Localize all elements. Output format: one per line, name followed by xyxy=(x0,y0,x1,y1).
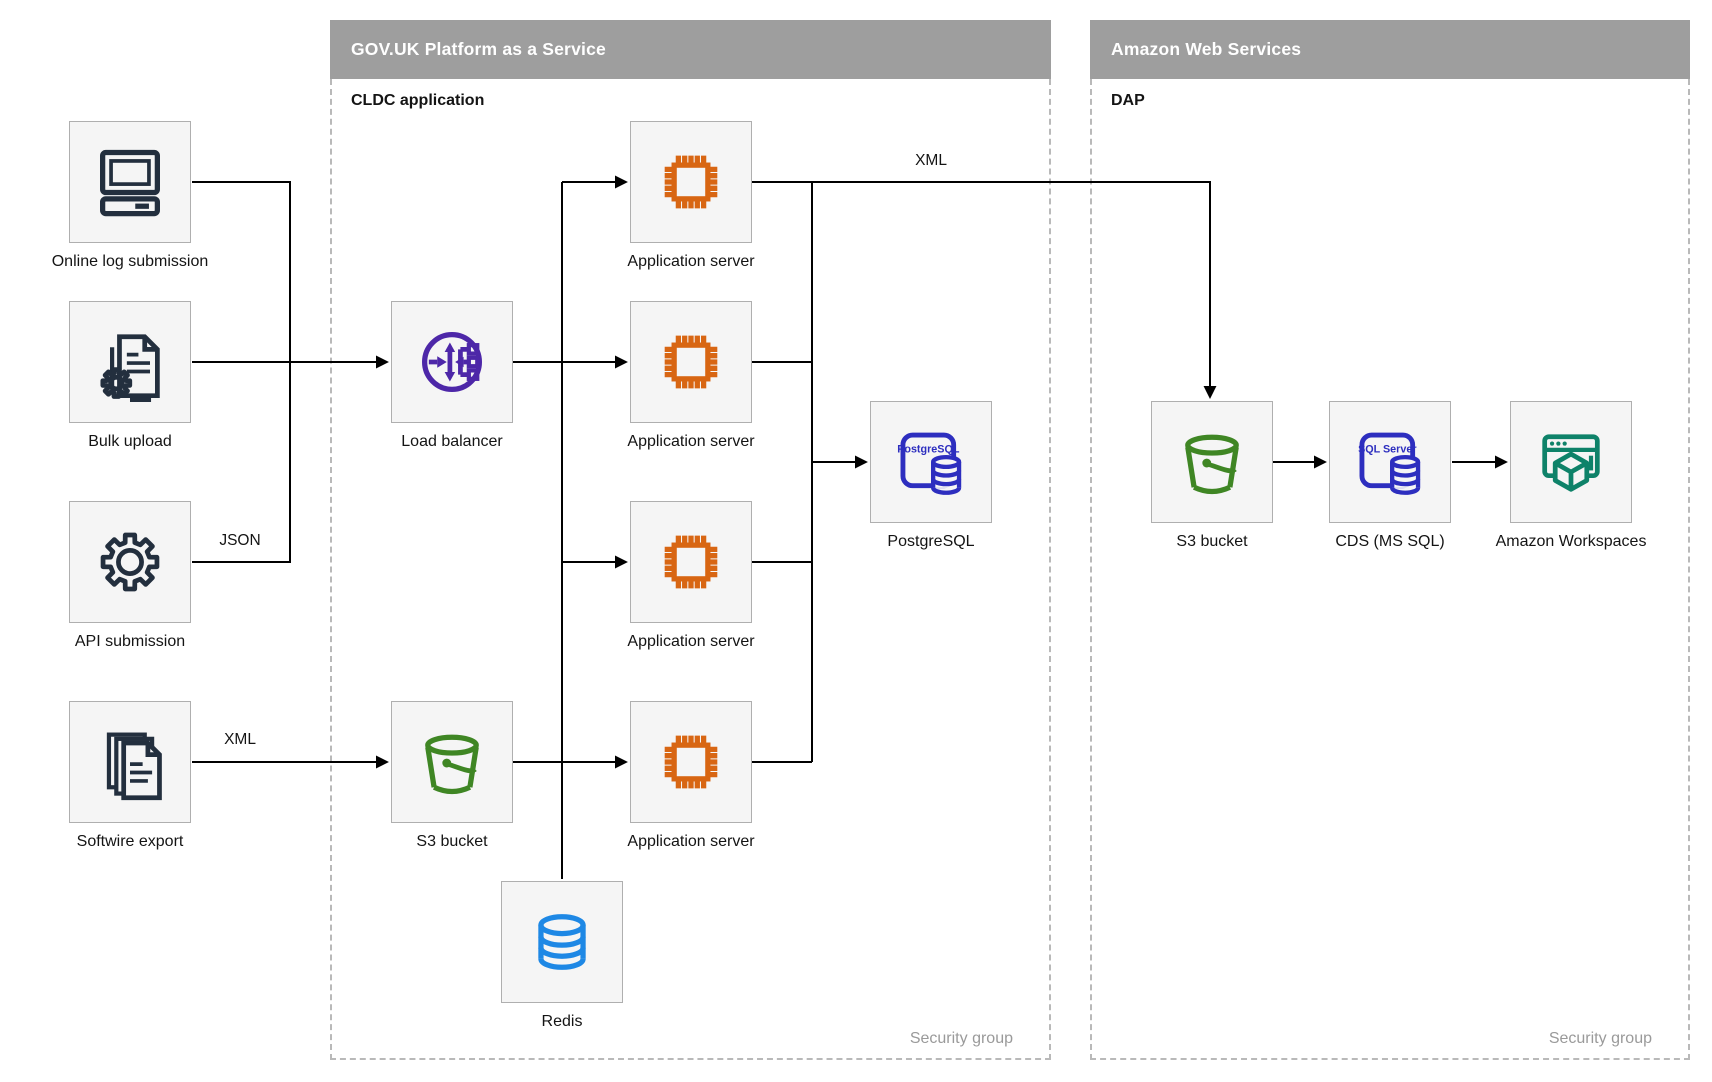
cldc-application-label: CLDC application xyxy=(351,92,485,109)
amazon-workspaces-box xyxy=(1510,401,1632,523)
node-label: Application server xyxy=(627,433,755,450)
processor-chip-icon xyxy=(664,735,718,789)
load-balancer-icon xyxy=(422,332,482,392)
edge-xml-to-aws-s3 xyxy=(752,181,1217,399)
node-label: Application server xyxy=(627,833,755,850)
bulk-upload-box xyxy=(69,301,191,423)
node-label: Load balancer xyxy=(401,433,503,450)
node-api-submission: API submission xyxy=(69,501,191,651)
dap-label: DAP xyxy=(1111,92,1145,109)
s3-bucket-box xyxy=(391,701,513,823)
node-label: Application server xyxy=(627,633,755,650)
node-label: S3 bucket xyxy=(416,833,488,850)
application-server-box xyxy=(630,301,752,423)
postgresql-box: PostgreSQL xyxy=(870,401,992,523)
api-submission-box xyxy=(69,501,191,623)
browser-cube-icon xyxy=(1542,434,1600,492)
node-softwire-export: Softwire export xyxy=(69,701,191,851)
node-label: Softwire export xyxy=(76,833,184,850)
node-label: Redis xyxy=(541,1013,583,1030)
node-bulk-upload: Bulk upload xyxy=(69,301,191,451)
node-postgresql: PostgreSQL PostgreSQL xyxy=(870,401,992,551)
aws-header: Amazon Web Services xyxy=(1090,20,1690,79)
node-label: Application server xyxy=(627,253,755,270)
cds-mssql-box: SQL Server xyxy=(1329,401,1451,523)
application-server-box xyxy=(630,501,752,623)
aws-security-group-boundary xyxy=(1090,79,1690,1060)
node-application-server-3: Application server xyxy=(627,501,755,651)
node-redis: Redis xyxy=(501,881,623,1031)
postgresql-icon-text: PostgreSQL xyxy=(897,443,960,455)
load-balancer-box xyxy=(391,301,513,423)
gear-icon xyxy=(90,522,170,602)
govuk-paas-security-group-boundary xyxy=(330,79,1051,1060)
connector-edges xyxy=(192,175,1508,879)
s3-bucket-icon xyxy=(425,734,479,795)
s3-bucket-box xyxy=(1151,401,1273,523)
softwire-export-box xyxy=(69,701,191,823)
govuk-paas-header: GOV.UK Platform as a Service xyxy=(330,20,1051,79)
node-s3-bucket-govuk: S3 bucket xyxy=(391,701,513,851)
edge-label-xml-dap: XML xyxy=(912,152,950,170)
document-gear-icon xyxy=(90,334,160,402)
desktop-computer-icon xyxy=(100,149,160,217)
edge-label-xml-softwire: XML xyxy=(221,731,259,749)
database-cylinder-icon xyxy=(538,914,586,970)
redis-box xyxy=(501,881,623,1003)
documents-stack-icon xyxy=(106,732,162,801)
node-cds-mssql: SQL Server CDS (MS SQL) xyxy=(1329,401,1451,551)
node-application-server-2: Application server xyxy=(627,301,755,451)
govuk-paas-container: GOV.UK Platform as a Service CLDC applic… xyxy=(330,20,1051,1060)
node-label: Amazon Workspaces xyxy=(1495,533,1647,550)
aws-container: Amazon Web Services DAP Security group xyxy=(1090,20,1690,1060)
edge-label-json: JSON xyxy=(216,532,264,550)
node-amazon-workspaces: Amazon Workspaces xyxy=(1496,401,1646,551)
application-server-box xyxy=(630,121,752,243)
govuk-security-group-label: Security group xyxy=(909,1030,1013,1047)
node-label: S3 bucket xyxy=(1176,533,1248,550)
aws-security-group-label: Security group xyxy=(1548,1030,1652,1047)
sql-server-database-icon: SQL Server xyxy=(1358,432,1421,495)
node-label: Online log submission xyxy=(51,253,209,270)
postgresql-database-icon: PostgreSQL xyxy=(897,432,962,495)
processor-chip-icon xyxy=(664,535,718,589)
node-s3-bucket-aws: S3 bucket xyxy=(1151,401,1273,551)
node-online-log-submission: Online log submission xyxy=(52,121,208,271)
aws-title: Amazon Web Services xyxy=(1111,39,1302,59)
node-label: API submission xyxy=(74,633,186,650)
node-application-server-1: Application server xyxy=(627,121,755,271)
govuk-paas-title: GOV.UK Platform as a Service xyxy=(351,39,606,59)
node-load-balancer: Load balancer xyxy=(391,301,513,451)
s3-bucket-icon xyxy=(1185,434,1239,495)
processor-chip-icon xyxy=(664,335,718,389)
node-label: PostgreSQL xyxy=(887,533,975,550)
processor-chip-icon xyxy=(664,155,718,209)
online-log-box xyxy=(69,121,191,243)
node-label: CDS (MS SQL) xyxy=(1335,533,1445,550)
node-label: Bulk upload xyxy=(88,433,172,450)
edge-api-merge xyxy=(192,362,291,563)
edge-onlinelog-merge xyxy=(192,181,291,362)
application-server-box xyxy=(630,701,752,823)
sql-server-icon-text: SQL Server xyxy=(1358,443,1417,455)
node-application-server-4: Application server xyxy=(627,701,755,851)
